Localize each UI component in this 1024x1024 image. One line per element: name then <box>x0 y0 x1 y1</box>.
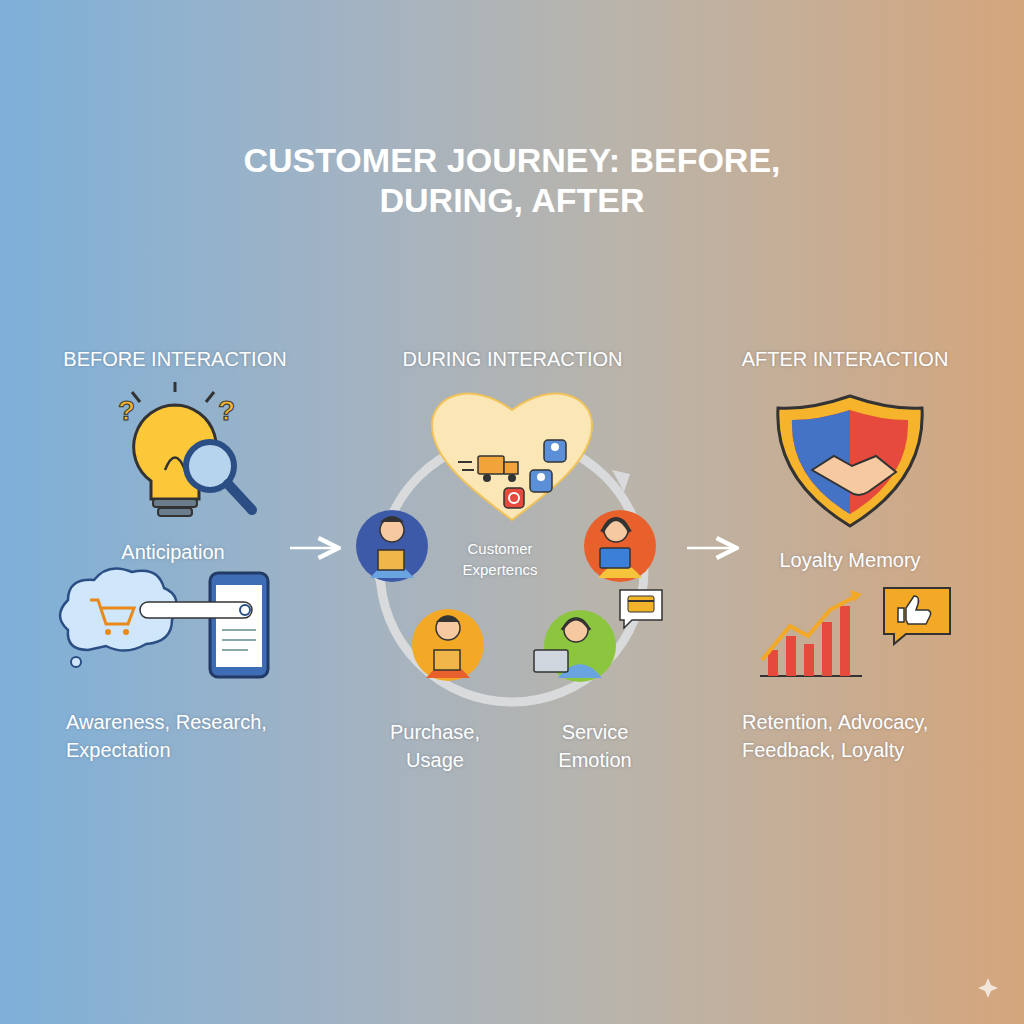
stage-label: Anticipation <box>50 538 296 566</box>
stage-label: Purchase, Usage <box>375 718 495 774</box>
stage-label: Service Emotion <box>540 718 650 774</box>
flow-arrow <box>687 547 734 550</box>
stage-heading: AFTER INTERACTION <box>725 345 965 373</box>
stage-label: Awareness, Research, Expectation <box>66 708 296 764</box>
diagram-title: CUSTOMER JOURNEY: BEFORE, DURING, AFTER <box>232 140 792 220</box>
stage-label: Customer Expertencs <box>445 538 555 580</box>
search-icons <box>60 568 268 677</box>
stage-group: DURING INTERACTION Customer ExpertencsPur… <box>340 340 685 780</box>
svg-text:?: ? <box>218 395 235 426</box>
stage-label: Retention, Advocacy, Feedback, Loyalty <box>742 708 972 764</box>
stage-heading: DURING INTERACTION <box>340 345 685 373</box>
stage-label: Loyalty Memory <box>738 546 962 574</box>
loyalty-icons <box>760 396 950 676</box>
svg-text:?: ? <box>118 395 135 426</box>
stage-heading: BEFORE INTERACTION <box>50 345 300 373</box>
cycle-illustration <box>356 394 662 702</box>
flow-arrow <box>290 547 336 550</box>
stage-group: AFTER INTERACTIONLoyalty MemoryRetention… <box>738 340 962 770</box>
stage-group: BEFORE INTERACTIONAnticipationAwareness,… <box>50 340 288 770</box>
lightbulb-icon: ? ? <box>118 382 252 516</box>
